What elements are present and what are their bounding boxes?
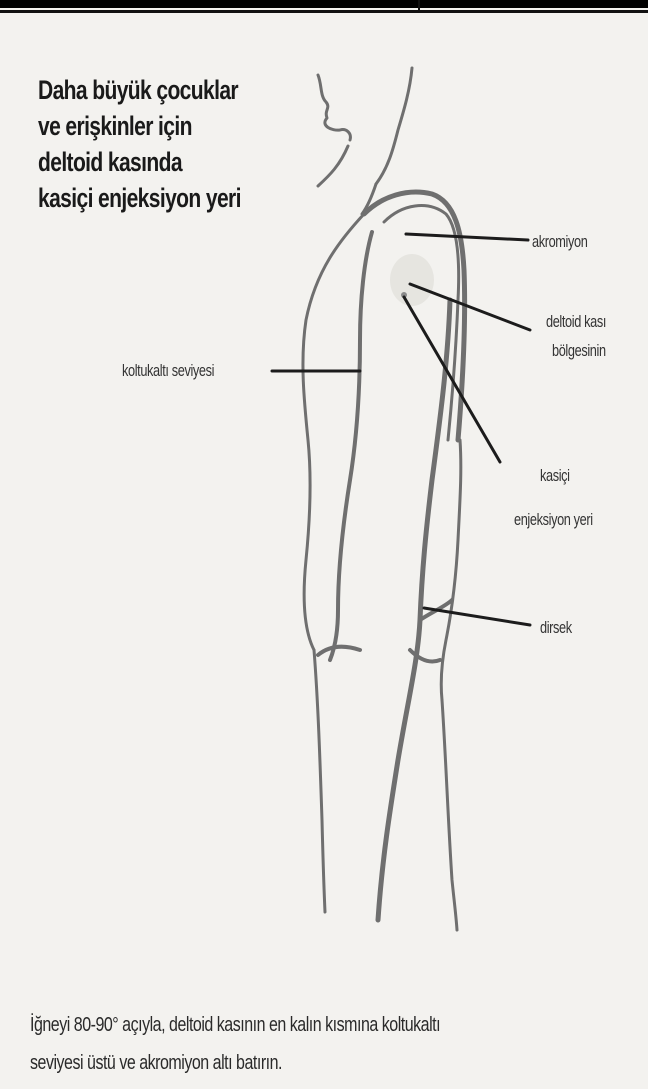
face-outline [318,75,350,140]
waist-left-outline [318,647,360,655]
label-koltukalti: koltukaltı seviyesi [122,361,214,381]
back-neck-outline [376,68,412,184]
leader-dirsek [424,608,530,625]
label-deltoid-line2: bölgesinin [552,341,606,361]
arm-front-outline [330,232,372,660]
caption-line-1: İğneyi 80-90° açıyla, deltoid kasının en… [30,1006,526,1044]
caption-line-2: seviyesi üstü ve akromiyon altı batırın. [30,1044,526,1082]
diagram-caption: İğneyi 80-90° açıyla, deltoid kasının en… [30,1006,526,1082]
label-deltoid-line1: deltoid kası [546,312,606,332]
hip-front-outline [314,650,325,912]
label-dirsek: dirsek [540,618,572,638]
label-kasici-line1: kasiçi [540,466,570,486]
label-akromiyon: akromiyon [532,232,587,252]
label-kasici-line2: enjeksiyon yeri [514,510,593,530]
back-torso-outline [441,440,461,700]
leader-akromiyon [406,234,528,240]
hip-back-outline [442,700,457,930]
leader-deltoid [410,284,530,330]
neck-outline [318,146,348,186]
deltoid-region [390,254,434,306]
leader-kasici [404,297,500,462]
